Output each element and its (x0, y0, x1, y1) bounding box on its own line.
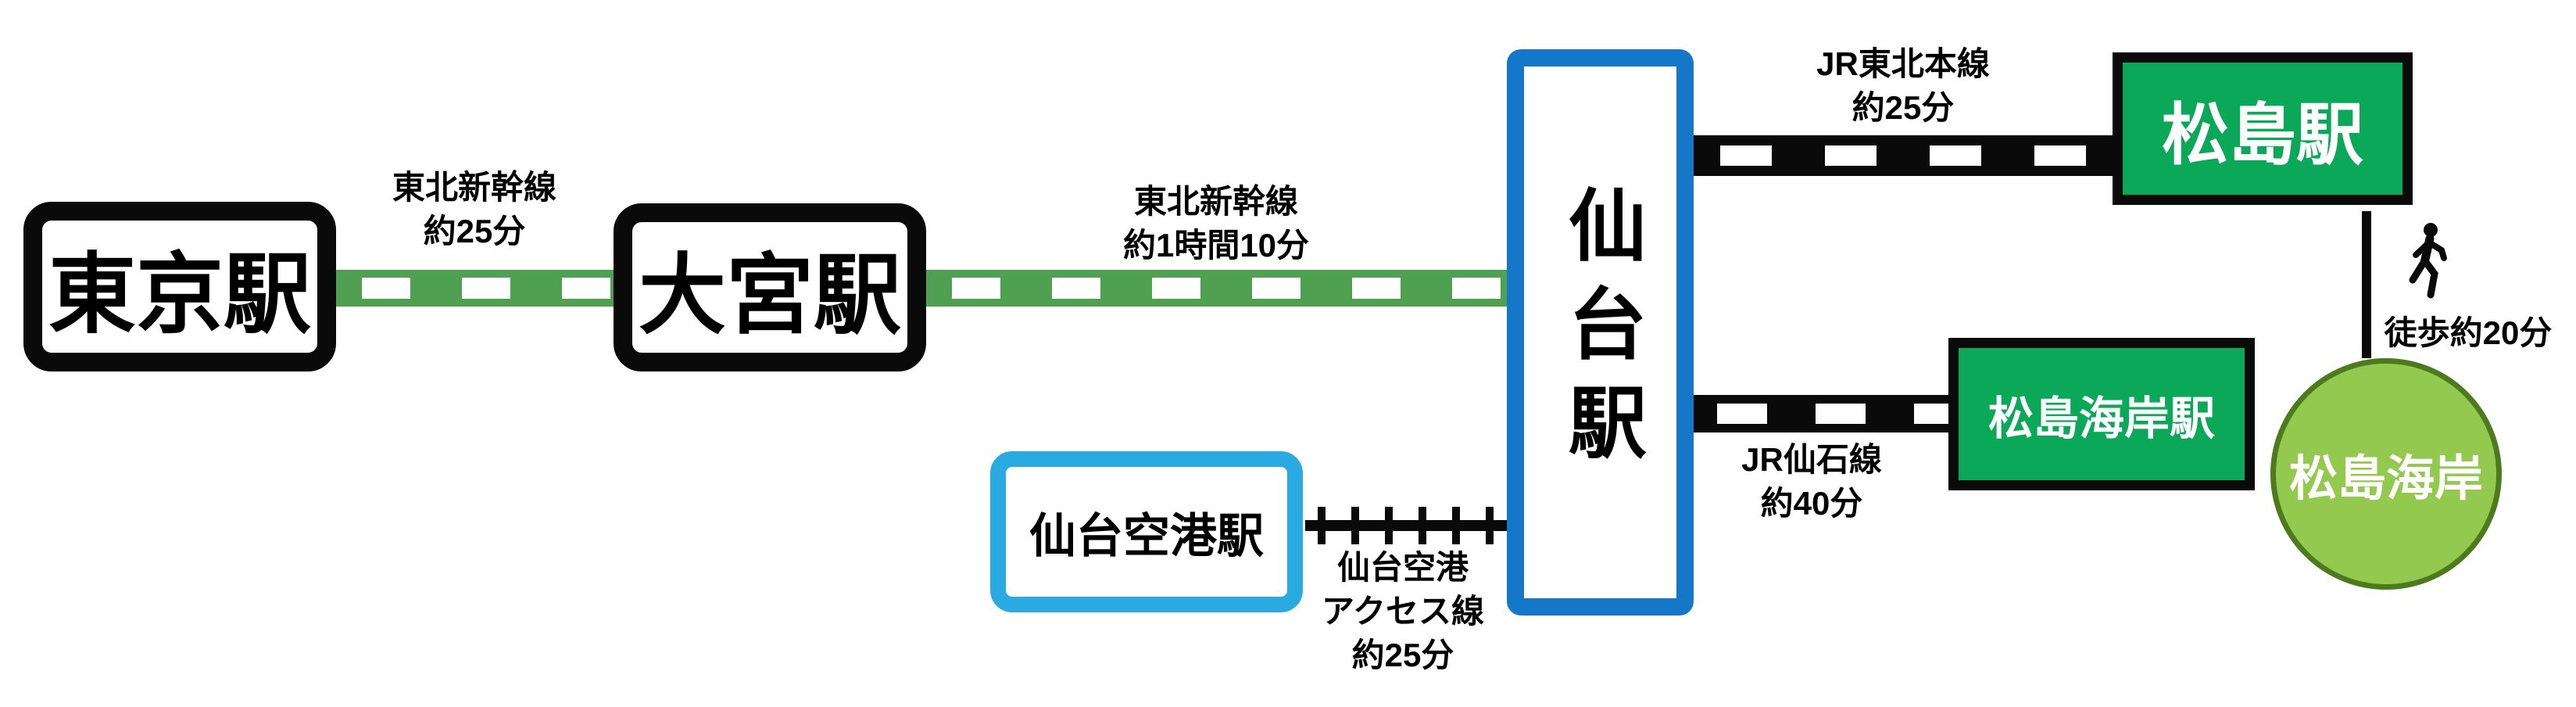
shinkansen-line-segment-1 (336, 270, 614, 307)
destination-label: 松島海岸 (2288, 452, 2483, 506)
train-dash-pattern (926, 278, 1507, 299)
station-label-tokyo: 東京駅 (48, 245, 311, 343)
route-label-senseki: JR仙石線 約40分 (1741, 438, 1882, 526)
destination-circle-matsushima-kaigan: 松島海岸 (2270, 358, 2502, 590)
route-label-airport-access: 仙台空港 アクセス線 約25分 (1322, 546, 1484, 677)
route-duration: 約40分 (1760, 485, 1863, 522)
station-box-tokyo: 東京駅 (23, 202, 336, 371)
railroad-bar (1305, 520, 1507, 531)
airport-access-line (1305, 507, 1507, 544)
station-label-sendai-airport: 仙台空港駅 (1029, 509, 1264, 562)
jr-senseki-line (1694, 395, 1948, 432)
walking-person-icon (2402, 222, 2451, 300)
train-dash-pattern (1694, 404, 1948, 424)
station-box-sendai: 仙台駅 (1507, 49, 1694, 615)
station-label-sendai: 仙台駅 (1556, 185, 1644, 480)
route-line-name: 仙台空港 (1336, 549, 1469, 586)
route-label-shinkansen-2: 東北新幹線 約1時間10分 (1123, 180, 1309, 267)
walk-connector-line (2362, 211, 2371, 358)
route-line-name: JR東北本線 (1816, 45, 1990, 82)
route-duration: 約25分 (1852, 89, 1955, 126)
jr-tohoku-honsen-line (1694, 135, 2113, 176)
route-label-tohoku-honsen: JR東北本線 約25分 (1816, 42, 1990, 130)
shinkansen-line-segment-2 (926, 270, 1507, 307)
walk-duration-label: 徒歩約20分 (2384, 314, 2553, 351)
route-line-name: JR仙石線 (1741, 441, 1882, 478)
route-label-shinkansen-1: 東北新幹線 約25分 (392, 166, 556, 253)
train-dash-pattern (1694, 145, 2113, 166)
route-duration: 約25分 (423, 213, 526, 249)
station-label-omiya: 大宮駅 (639, 246, 901, 344)
route-line-name: 東北新幹線 (392, 169, 557, 206)
station-box-matsushima-kaigan: 松島海岸駅 (1948, 338, 2255, 490)
station-box-omiya: 大宮駅 (614, 203, 926, 371)
route-line-name: 東北新幹線 (1133, 183, 1299, 220)
route-line-name: アクセス線 (1322, 593, 1484, 630)
route-duration: 約25分 (1351, 637, 1454, 673)
train-dash-pattern (336, 278, 614, 299)
station-label-matsushima-kaigan: 松島海岸駅 (1987, 393, 2215, 444)
station-box-sendai-airport: 仙台空港駅 (990, 451, 1303, 612)
station-box-matsushima: 松島駅 (2113, 52, 2413, 205)
station-label-matsushima: 松島駅 (2162, 98, 2363, 173)
route-duration: 約1時間10分 (1122, 227, 1310, 264)
